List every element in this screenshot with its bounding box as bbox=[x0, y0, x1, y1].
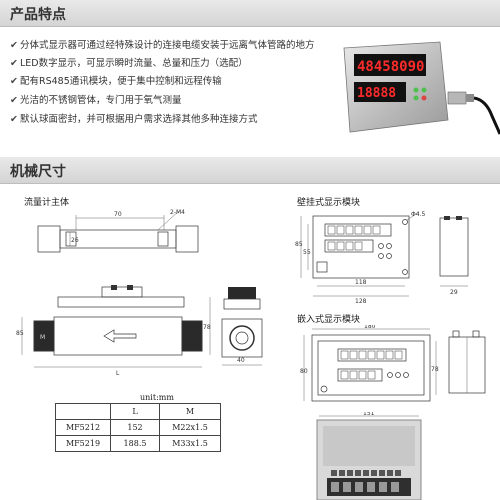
embed-module-side-view bbox=[448, 330, 486, 394]
dim-40: 40 bbox=[237, 357, 245, 364]
mechanical-header: 机械尺寸 bbox=[0, 157, 500, 184]
dim-78: 78 bbox=[203, 324, 211, 331]
flow-body-side-view: 40 bbox=[221, 287, 263, 366]
unit-label: unit:mm bbox=[140, 393, 174, 402]
dim-128: 128 bbox=[355, 298, 367, 305]
embed-module-caption: 嵌入式显示模块 bbox=[297, 315, 361, 325]
dim-151: 151 bbox=[363, 412, 375, 417]
check-icon: ✔ bbox=[10, 40, 18, 51]
feature-item: ✔配有RS485通讯模块，便于集中控制和远程传输 bbox=[10, 76, 222, 87]
dim-2m4: 2-M4 bbox=[170, 209, 185, 216]
mechanical-title: 机械尺寸 bbox=[10, 164, 66, 180]
features-title: 产品特点 bbox=[10, 7, 66, 23]
wall-module-side-view: 29 bbox=[439, 216, 469, 296]
feature-item: ✔默认球面密封，并可根据用户需求选择其他多种连接方式 bbox=[10, 114, 258, 125]
device-top-readout: 48458090 bbox=[357, 59, 424, 75]
check-icon: ✔ bbox=[10, 58, 18, 69]
check-icon: ✔ bbox=[10, 95, 18, 106]
dim-70: 70 bbox=[114, 211, 122, 218]
check-icon: ✔ bbox=[10, 114, 18, 125]
dim-29: 29 bbox=[450, 289, 458, 296]
dim-180: 180 bbox=[364, 325, 376, 330]
dim-85: 85 bbox=[16, 330, 24, 337]
device-bottom-readout: 18888 bbox=[357, 86, 396, 101]
table-header-row: L M bbox=[55, 403, 221, 420]
dim-phi45: Φ4.5 bbox=[411, 211, 425, 218]
dim-e80: 80 bbox=[300, 368, 308, 375]
embed-module-rear-photo: 151 bbox=[316, 412, 422, 500]
flow-body-top-view: 70 2-M4 26 bbox=[37, 209, 199, 253]
check-icon: ✔ bbox=[10, 76, 18, 87]
dim-w85: 85 bbox=[295, 241, 303, 248]
dim-118: 118 bbox=[355, 279, 367, 286]
dim-26: 26 bbox=[71, 237, 79, 244]
dim-w55: 55 bbox=[303, 249, 311, 256]
wall-module-caption: 壁挂式显示模块 bbox=[297, 198, 361, 208]
flow-body-front-view: 85 M L 78 bbox=[16, 285, 211, 377]
feature-item: ✔分体式显示器可通过经特殊设计的连接电缆安装于远离气体管路的地方 bbox=[10, 40, 315, 51]
flow-body-caption: 流量计主体 bbox=[24, 198, 70, 208]
dim-L: L bbox=[116, 370, 120, 377]
embed-module-front-view: 180 80 78 bbox=[300, 325, 439, 402]
features-header: 产品特点 bbox=[0, 0, 500, 27]
wall-module-front-view: Φ4.5 85 55 118 128 bbox=[295, 211, 425, 305]
dim-e78: 78 bbox=[431, 366, 439, 373]
feature-item: ✔LED数字显示，可显示瞬时流量、总量和压力（选配） bbox=[10, 58, 248, 69]
feature-item: ✔光洁的不锈钢管体，专门用于氧气测量 bbox=[10, 95, 182, 106]
dim-M: M bbox=[40, 334, 45, 341]
device-photo: 48458090 18888 bbox=[343, 41, 500, 135]
